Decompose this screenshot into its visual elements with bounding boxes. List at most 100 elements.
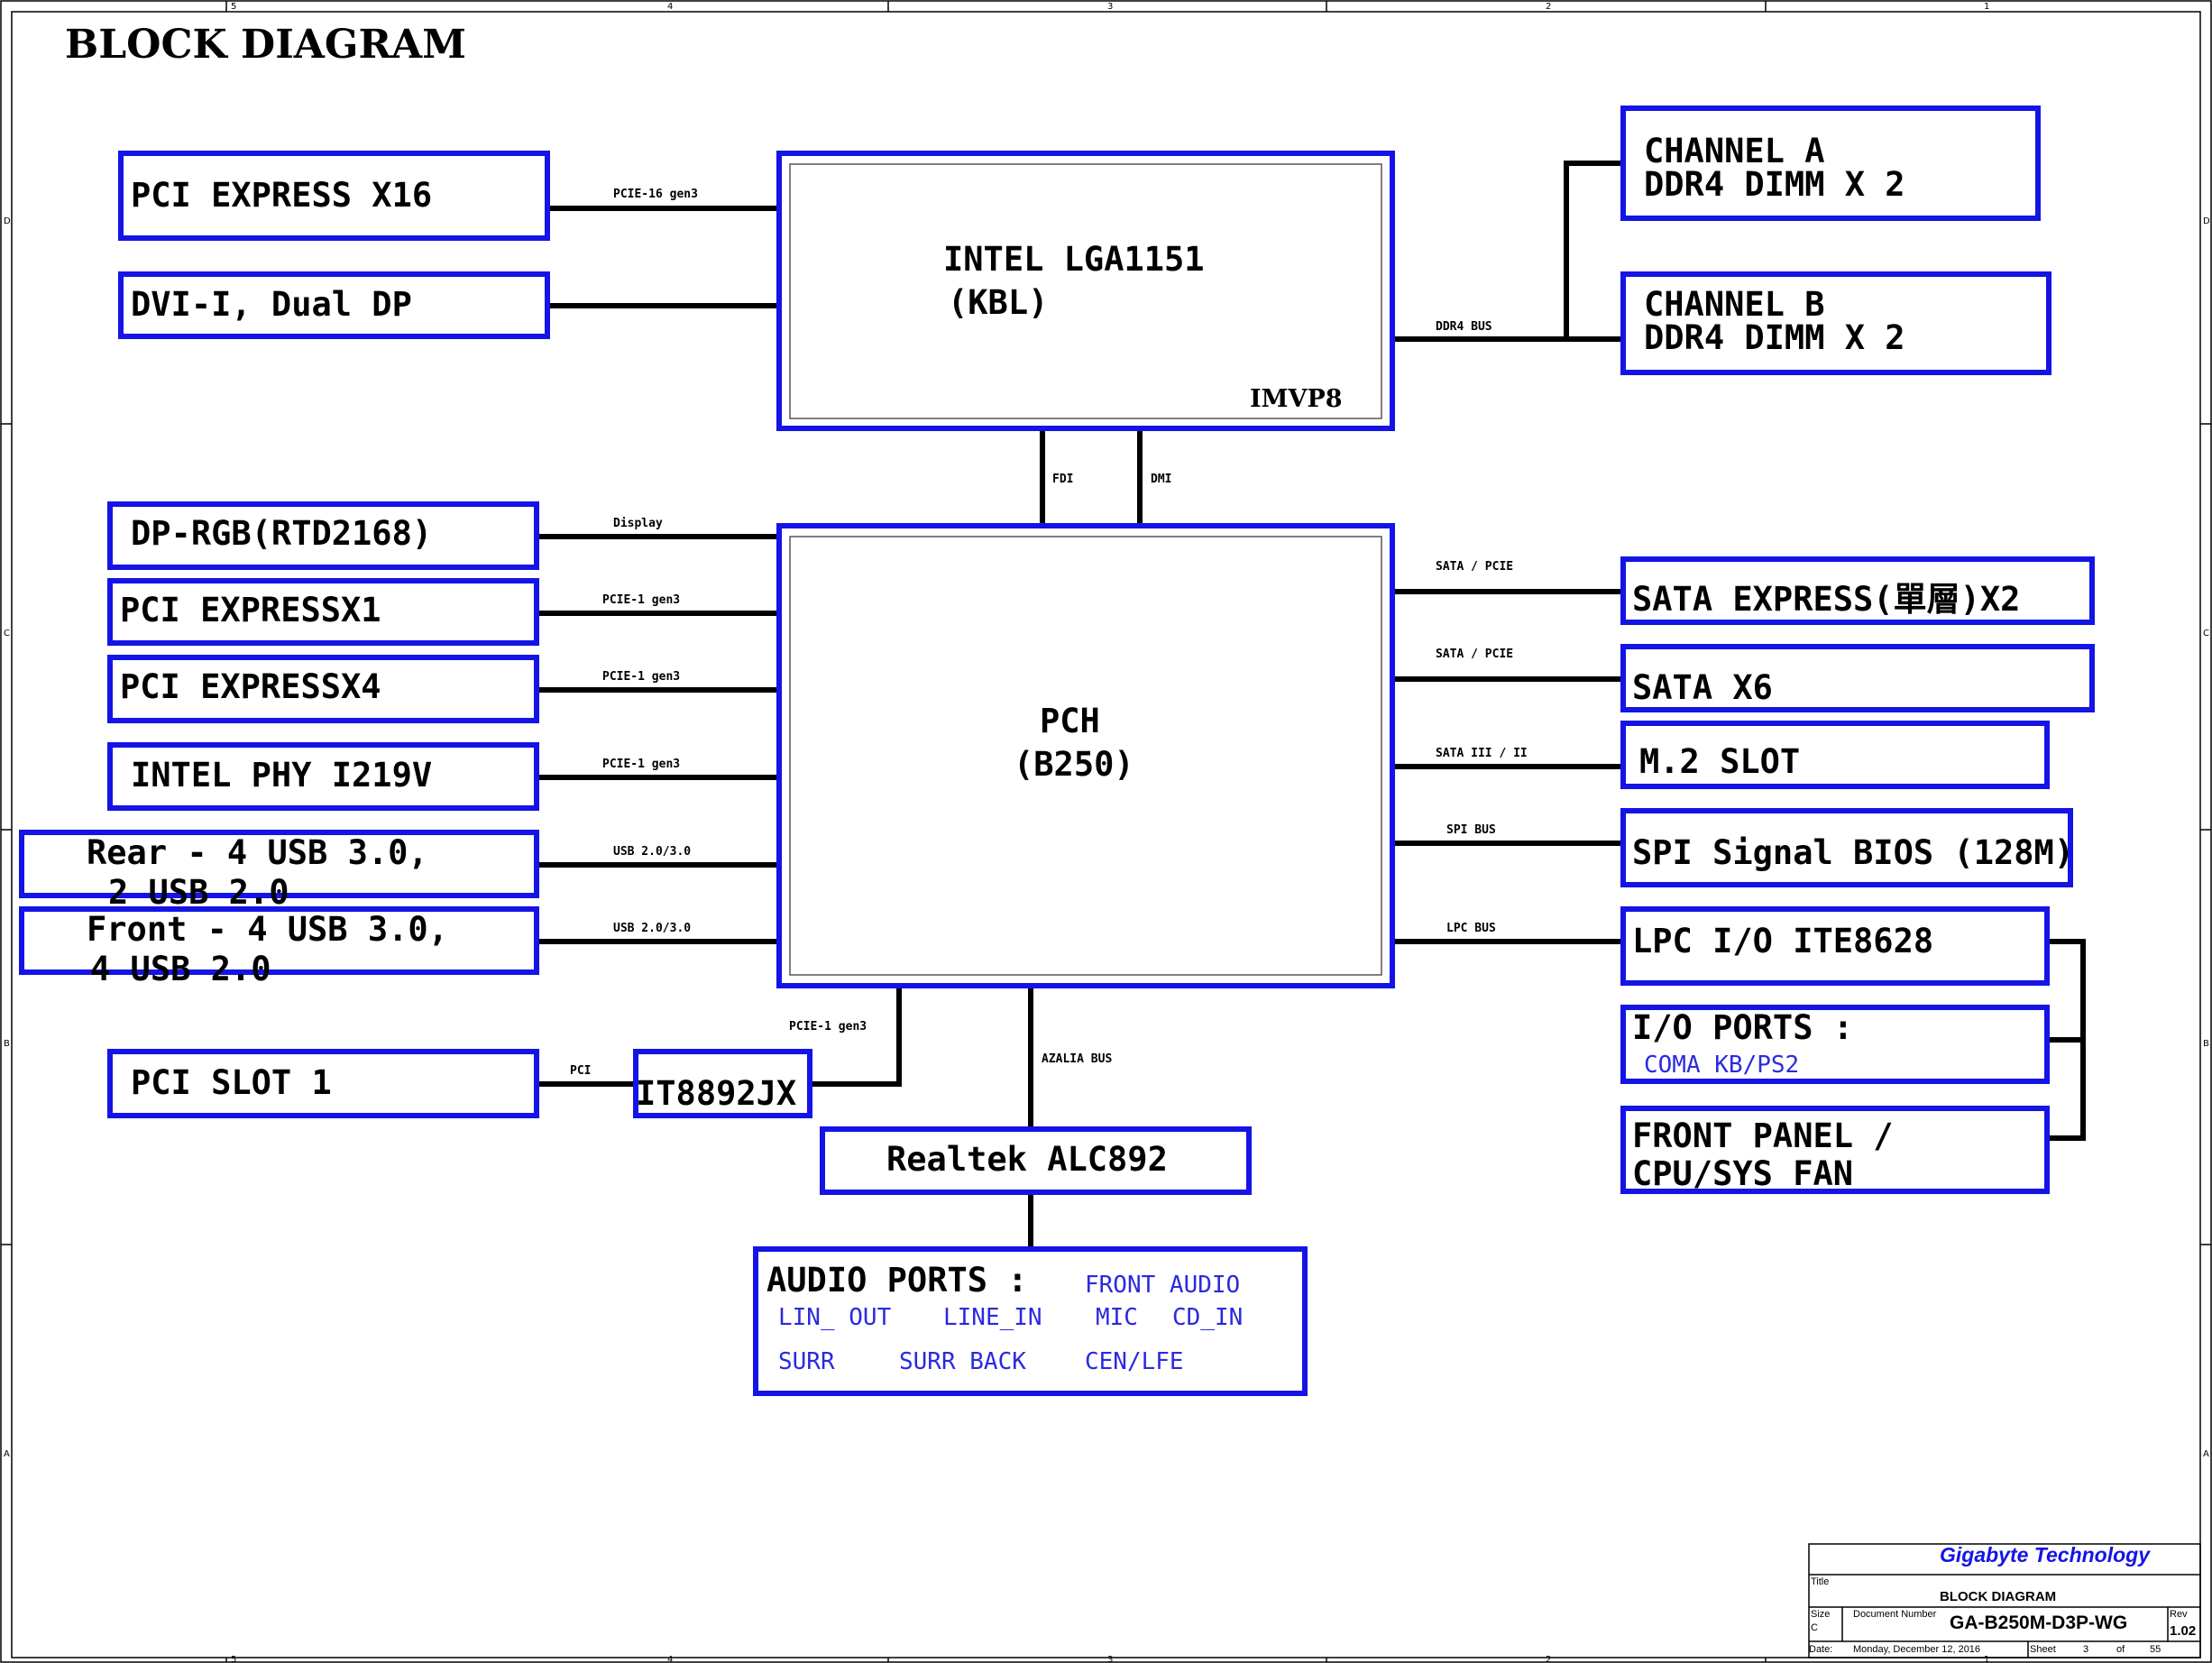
page-title: BLOCK DIAGRAM — [65, 22, 466, 68]
block-label: PCI SLOT 1 — [131, 1063, 332, 1102]
bus-label-ddr4: DDR4 BUS — [1436, 320, 1492, 334]
sheet-total: 55 — [2150, 1644, 2161, 1655]
block-sata-express: SATA EXPRESS(單層)X2 — [1620, 556, 2095, 625]
audio-port: LIN_ OUT — [778, 1304, 892, 1331]
block-label: Realtek ALC892 — [886, 1140, 1168, 1179]
block-label: PCI EXPRESSX1 — [120, 591, 381, 629]
audio-port-front: FRONT AUDIO — [1085, 1272, 1240, 1299]
connection-wires — [534, 161, 2086, 1252]
audio-port: SURR BACK — [899, 1348, 1026, 1375]
block-realtek-alc892: Realtek ALC892 — [820, 1126, 1252, 1195]
size-value: C — [1811, 1622, 1818, 1633]
block-audio-ports: AUDIO PORTS : FRONT AUDIO LIN_ OUT LINE_… — [753, 1246, 1308, 1396]
row-marker: B — [2203, 1039, 2209, 1049]
audio-port: LINE_IN — [943, 1304, 1042, 1331]
row-marker: B — [4, 1039, 10, 1049]
bus-label-pcie1: PCIE-1 gen3 — [602, 593, 680, 607]
pch-variant: (B250) — [1014, 745, 1134, 784]
bus-label-display: Display — [613, 517, 663, 530]
bus-label-fdi: FDI — [1052, 473, 1073, 486]
col-marker: 4 — [667, 1655, 673, 1663]
bus-label-sata3: SATA III / II — [1436, 747, 1528, 760]
date-caption: Date: — [1809, 1644, 1832, 1655]
col-marker: 5 — [231, 1655, 236, 1663]
cpu-variant: (KBL) — [948, 283, 1048, 322]
col-marker: 3 — [1107, 2, 1113, 12]
block-label: PCI EXPRESSX4 — [120, 667, 381, 706]
of-caption: of — [2116, 1644, 2125, 1655]
block-front-usb: Front - 4 USB 3.0, 4 USB 2.0 — [19, 906, 539, 988]
sheet-caption: Sheet — [2030, 1644, 2056, 1655]
title-caption: Title — [1811, 1576, 1829, 1587]
block-channel-b: CHANNEL B DDR4 DIMM X 2 — [1620, 271, 2051, 375]
row-marker: A — [4, 1449, 10, 1459]
block-label: AUDIO PORTS : — [766, 1261, 1028, 1300]
col-marker: 1 — [1984, 2, 1989, 12]
block-label: IT8892JX — [636, 1074, 796, 1113]
block-label: DDR4 DIMM X 2 — [1644, 318, 1905, 357]
audio-port: CD_IN — [1172, 1304, 1243, 1331]
row-marker: D — [4, 216, 11, 226]
block-it8892jx: IT8892JX — [633, 1049, 812, 1118]
block-dvi-dual-dp: DVI-I, Dual DP — [118, 271, 550, 339]
cpu-block: INTEL LGA1151 (KBL) IMVP8 — [776, 151, 1395, 431]
sheet-title: BLOCK DIAGRAM — [1940, 1589, 2056, 1604]
block-spi-bios: SPI Signal BIOS (128M) — [1620, 808, 2074, 887]
col-marker: 2 — [1546, 2, 1551, 12]
block-lpc-io: LPC I/O ITE8628 — [1620, 906, 2050, 986]
block-label: CHANNEL B — [1644, 285, 1824, 324]
audio-port: CEN/LFE — [1085, 1348, 1184, 1375]
block-label: 4 USB 2.0 — [90, 950, 271, 988]
block-label: SPI Signal BIOS (128M) — [1632, 833, 2074, 872]
bus-label-pci: PCI — [570, 1064, 591, 1078]
block-label: PCI EXPRESS X16 — [131, 176, 432, 215]
block-io-ports: I/O PORTS : COMA KB/PS2 — [1620, 1005, 2050, 1084]
row-marker: C — [2203, 629, 2209, 639]
block-label: CHANNEL A — [1644, 132, 1824, 170]
block-sublabel: COMA KB/PS2 — [1644, 1052, 1799, 1079]
block-label: M.2 SLOT — [1639, 742, 1800, 781]
rev-caption: Rev — [2170, 1609, 2188, 1620]
block-label: DVI-I, Dual DP — [131, 285, 412, 324]
size-caption: Size — [1811, 1609, 1830, 1620]
col-marker: 4 — [667, 2, 673, 12]
bus-label-pcie16: PCIE-16 gen3 — [613, 188, 698, 201]
col-marker: 1 — [1984, 1655, 1989, 1663]
block-dp-rgb: DP-RGB(RTD2168) — [107, 501, 539, 570]
block-label: 2 USB 2.0 — [108, 873, 289, 912]
row-marker: A — [2203, 1449, 2209, 1459]
block-pci-slot: PCI SLOT 1 — [107, 1049, 539, 1118]
block-label: SATA X6 — [1632, 668, 1773, 707]
col-marker: 2 — [1546, 1655, 1551, 1663]
block-label: FRONT PANEL / — [1632, 1116, 1894, 1155]
block-label: DP-RGB(RTD2168) — [131, 514, 432, 553]
block-rear-usb: Rear - 4 USB 3.0, 2 USB 2.0 — [19, 830, 539, 912]
block-pci-expressx1: PCI EXPRESSX1 — [107, 578, 539, 646]
block-label: LPC I/O ITE8628 — [1632, 922, 1933, 960]
pch-name: PCH — [1040, 702, 1100, 740]
bus-label-sata-pcie: SATA / PCIE — [1436, 648, 1513, 661]
document-number: GA-B250M-D3P-WG — [1950, 1612, 2127, 1633]
bus-label-usb: USB 2.0/3.0 — [613, 922, 691, 935]
bus-label-lpc: LPC BUS — [1446, 922, 1496, 935]
cpu-vr: IMVP8 — [1250, 385, 1343, 413]
block-label: I/O PORTS : — [1632, 1008, 1853, 1047]
block-label: INTEL PHY I219V — [131, 756, 432, 795]
block-label: Rear - 4 USB 3.0, — [87, 833, 428, 872]
block-label: Front - 4 USB 3.0, — [87, 910, 448, 949]
audio-port: SURR — [778, 1348, 835, 1375]
cpu-name: INTEL LGA1151 — [943, 240, 1205, 279]
block-sata-x6: SATA X6 — [1620, 644, 2095, 712]
bus-label-sata-pcie: SATA / PCIE — [1436, 560, 1513, 574]
block-pci-express-x16: PCI EXPRESS X16 — [118, 151, 550, 241]
block-label: SATA EXPRESS(單層)X2 — [1632, 580, 2020, 619]
row-marker: D — [2203, 216, 2210, 226]
bus-label-bridge-pcie: PCIE-1 gen3 — [789, 1020, 867, 1034]
bus-label-spi: SPI BUS — [1446, 823, 1496, 837]
block-m2-slot: M.2 SLOT — [1620, 721, 2050, 789]
date-value: Monday, December 12, 2016 — [1853, 1644, 1980, 1655]
bus-label-pcie1: PCIE-1 gen3 — [602, 670, 680, 684]
company-name: Gigabyte Technology — [1940, 1543, 2151, 1567]
audio-port: MIC — [1096, 1304, 1138, 1331]
